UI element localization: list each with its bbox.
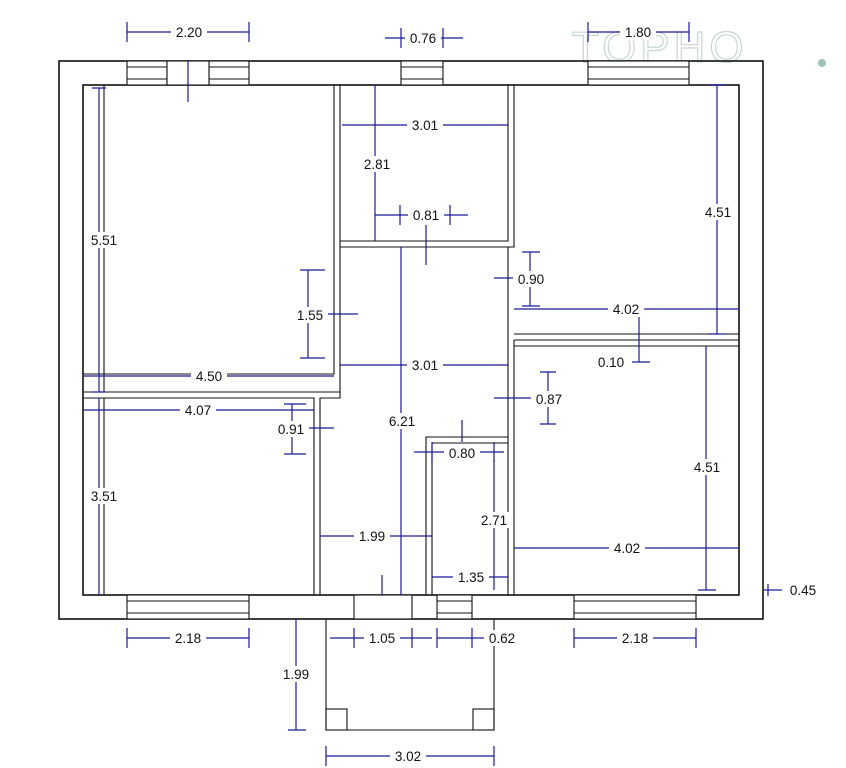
dim-entry-door: 1.05 xyxy=(369,631,395,646)
label-bg xyxy=(364,630,400,646)
label-bg xyxy=(513,271,549,287)
dim-outer-wall: 0.45 xyxy=(790,583,816,598)
window-bottom-right xyxy=(573,594,697,620)
dim-room5-height: 4.51 xyxy=(694,460,720,475)
window-top-right xyxy=(587,60,690,86)
dim-hall-door-right: 0.90 xyxy=(518,272,544,287)
window-top-mid xyxy=(400,60,444,86)
label-bg xyxy=(354,528,390,544)
label-bg xyxy=(170,630,206,646)
dim-bottom-window-left: 2.18 xyxy=(175,631,201,646)
label-bg xyxy=(171,24,207,40)
label-bg xyxy=(531,391,567,407)
label-bg xyxy=(86,232,122,248)
label-bg xyxy=(390,748,426,764)
dim-room2-width: 3.01 xyxy=(412,118,438,133)
dim-room5-width: 4.02 xyxy=(614,541,640,556)
dim-room4-width: 4.07 xyxy=(185,403,211,418)
label-bg xyxy=(278,666,314,682)
porch-post-right xyxy=(472,708,495,731)
room5-wall xyxy=(507,247,515,595)
label-bg xyxy=(476,512,512,528)
dim-room3-height: 4.51 xyxy=(705,205,731,220)
dim-room1-height: 5.51 xyxy=(91,233,117,248)
label-bg xyxy=(273,421,309,437)
dim-hall-width: 3.01 xyxy=(412,358,438,373)
dimension-lines xyxy=(83,22,782,766)
dim-bath-width: 1.35 xyxy=(458,570,484,585)
porch-outline xyxy=(325,619,495,731)
dim-porch-width: 3.02 xyxy=(395,749,421,764)
label-bg xyxy=(180,402,216,418)
watermark-dot xyxy=(818,59,826,67)
dim-room4-height: 3.51 xyxy=(91,489,117,504)
room2-wall-outer xyxy=(340,85,515,248)
room4-wall-outer xyxy=(319,392,341,595)
label-bg xyxy=(444,445,480,461)
dim-porch-depth: 1.99 xyxy=(283,667,309,682)
room2-wall xyxy=(340,85,509,242)
label-bg xyxy=(408,207,444,223)
label-bg xyxy=(700,204,736,220)
label-bg xyxy=(453,569,489,585)
dim-room1-width: 4.50 xyxy=(196,369,222,384)
label-bg xyxy=(617,630,653,646)
label-bg xyxy=(608,301,644,317)
dim-bath-door-right: 0.87 xyxy=(536,392,562,407)
dim-bath-door: 0.80 xyxy=(449,446,475,461)
label-bg xyxy=(384,413,420,429)
dim-room2-height: 2.81 xyxy=(364,157,390,172)
label-bg xyxy=(620,24,656,40)
room1-wall xyxy=(83,85,335,375)
dim-wall-gap: 0.10 xyxy=(598,355,624,370)
dim-line-outer-wall xyxy=(763,584,782,596)
dim-top-window-mid: 0.76 xyxy=(410,31,436,46)
window-bottom-mid xyxy=(436,594,473,620)
room4-wall xyxy=(83,397,315,595)
dim-top-window-left: 2.20 xyxy=(176,25,202,40)
dim-hall-length: 6.21 xyxy=(389,414,415,429)
label-bg xyxy=(407,117,443,133)
walls xyxy=(58,60,764,620)
label-bg xyxy=(689,459,725,475)
dim-line-bottom-mid xyxy=(436,628,490,648)
dim-hall-offset: 1.55 xyxy=(297,308,323,323)
window-bottom-left xyxy=(126,594,250,620)
porch xyxy=(325,619,495,731)
label-bg xyxy=(405,30,441,46)
label-bg xyxy=(292,307,328,323)
label-bg xyxy=(359,156,395,172)
dim-bath-height: 2.71 xyxy=(481,513,507,528)
dim-top-window-right: 1.80 xyxy=(625,25,651,40)
dim-bottom-window-right: 2.18 xyxy=(622,631,648,646)
bath-wall xyxy=(425,436,508,595)
label-bg xyxy=(407,357,443,373)
dim-corridor-width: 1.99 xyxy=(359,529,385,544)
entry-door-frame xyxy=(353,594,413,620)
dim-room2-door: 0.81 xyxy=(413,208,439,223)
dim-bottom-window-mid: 0.62 xyxy=(489,631,515,646)
label-bg xyxy=(86,488,122,504)
window-top-left-b xyxy=(208,60,250,86)
dim-room3-width: 4.02 xyxy=(613,302,639,317)
label-bg xyxy=(609,540,645,556)
label-bg xyxy=(484,630,520,646)
window-top-left-a xyxy=(126,60,168,86)
windows xyxy=(126,60,697,620)
label-bg xyxy=(191,368,227,384)
porch-post-left xyxy=(325,708,348,731)
dimension-labels: 2.20 0.76 1.80 5.51 4.50 3.01 2.81 0.81 … xyxy=(86,24,816,764)
dim-line-gap xyxy=(632,316,650,363)
dim-room4-door: 0.91 xyxy=(278,422,304,437)
